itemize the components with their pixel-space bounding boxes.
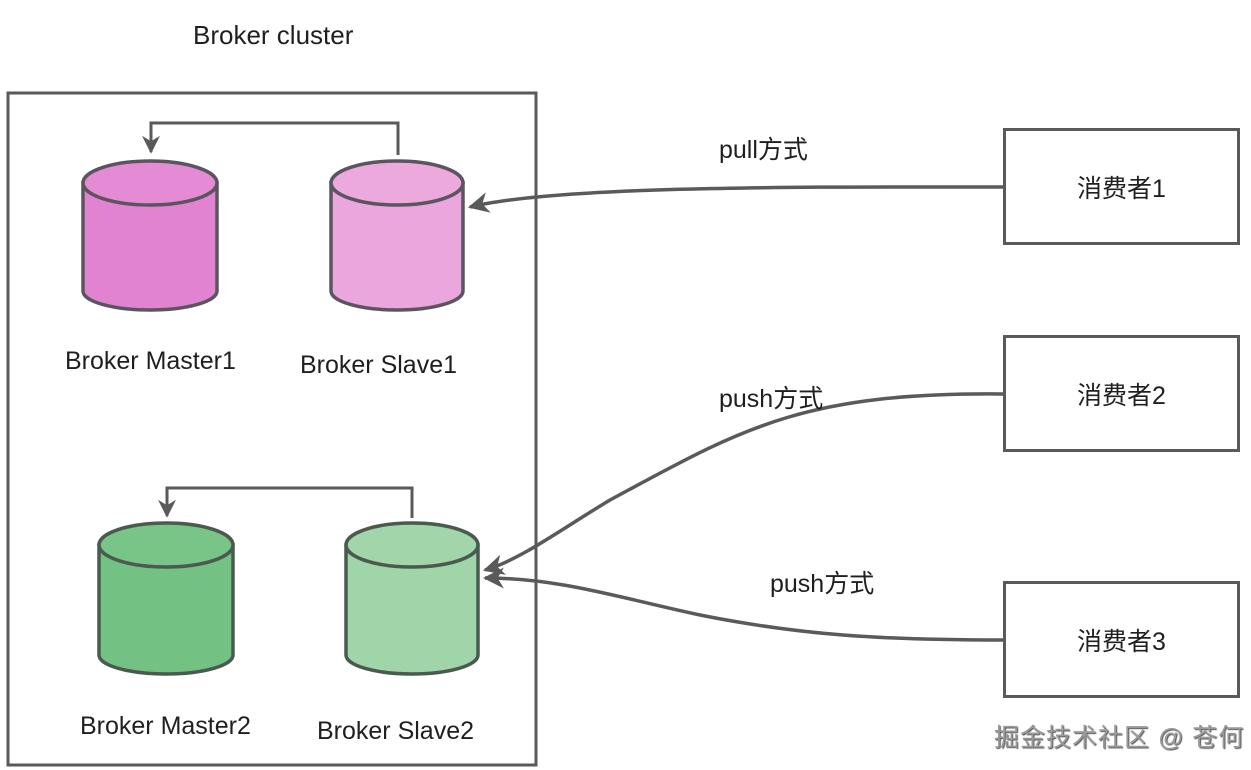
edge-consumer2-to-slave2 [482, 392, 1004, 575]
edge-consumer3-to-slave2 [482, 567, 1004, 642]
consumer-label-2: 消费者2 [1077, 381, 1166, 410]
consumer-box-1[interactable]: 消费者1 [1003, 128, 1240, 245]
broker-cluster-boundary [6, 91, 538, 767]
consumer-label-3: 消费者3 [1077, 627, 1166, 656]
label-broker-master1: Broker Master1 [65, 347, 236, 375]
cylinder-broker-slave1[interactable] [329, 159, 465, 312]
watermark: 掘金技术社区 @ 苍何 [994, 724, 1245, 752]
edge-label-pull: pull方式 [719, 136, 808, 164]
label-broker-master2: Broker Master2 [80, 712, 251, 740]
edge-label-push-1: push方式 [719, 385, 824, 413]
label-broker-slave1: Broker Slave1 [300, 351, 458, 379]
cylinder-broker-master2[interactable] [97, 521, 235, 676]
cluster-title: Broker cluster [193, 20, 354, 50]
consumer-box-2[interactable]: 消费者2 [1003, 335, 1240, 452]
cylinder-broker-master1[interactable] [81, 159, 219, 312]
consumer-box-3[interactable]: 消费者3 [1003, 581, 1240, 698]
label-broker-slave2: Broker Slave2 [317, 717, 475, 745]
consumer-label-1: 消费者1 [1077, 174, 1166, 203]
edge-label-push-2: push方式 [770, 570, 875, 598]
replication-arrow-slave1-master1 [142, 121, 400, 155]
replication-arrow-slave2-master2 [158, 486, 414, 518]
edge-consumer1-to-slave1 [467, 185, 1004, 213]
cylinder-broker-slave2[interactable] [344, 521, 480, 676]
